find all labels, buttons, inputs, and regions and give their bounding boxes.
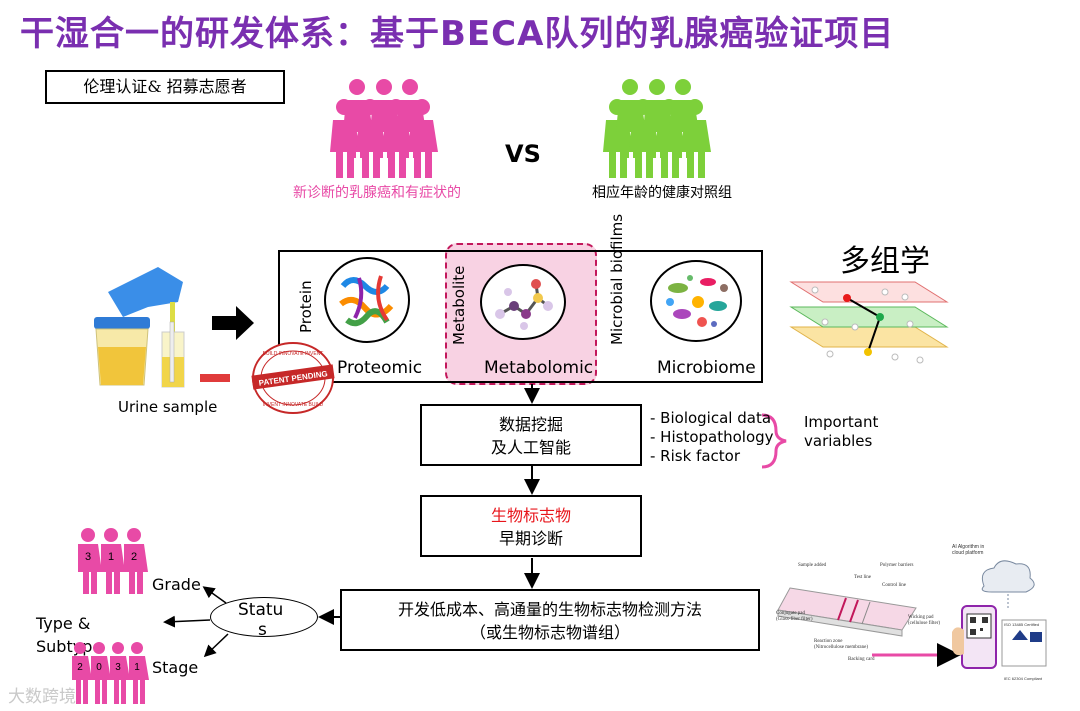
cloud-phone-icon: AI Algorithm in cloud platform ISO 13485…	[952, 544, 1047, 681]
urine-sample-icon	[94, 267, 230, 388]
control-group-label: 相应年龄的健康对照组	[592, 185, 732, 201]
datamining-line2: 及人工智能	[490, 438, 571, 457]
stage-label: Stage	[152, 658, 199, 677]
stage-figures-icon: 2 0 3 1	[72, 642, 149, 704]
patient-group-icon	[330, 79, 438, 178]
variable-biological: - Biological data	[650, 409, 772, 427]
grade-digit-3: 2	[131, 551, 137, 563]
grade-digit-1: 3	[85, 551, 91, 563]
big-arrow-icon	[212, 306, 254, 340]
important-label-2: variables	[804, 432, 873, 450]
omics-panel	[278, 250, 763, 383]
grade-label: Grade	[152, 575, 201, 594]
iec-compliance-label: IEC 62304 Compliant	[1004, 676, 1043, 681]
biomarker-line2: 早期诊断	[498, 529, 563, 548]
urine-sample-label: Urine sample	[118, 398, 218, 416]
proteomic-label: Proteomic	[337, 358, 423, 378]
case-group-label: 新诊断的乳腺癌和有症状的	[293, 185, 461, 201]
strip-reaction-sub: (Nitrocellulose membrane)	[814, 645, 868, 650]
strip-reaction-zone: Reaction zone	[814, 639, 843, 644]
multiomics-title: 多组学	[840, 244, 930, 279]
iso-cert-label: ISO 13485 Certified	[1004, 622, 1039, 627]
page-title: 干湿合一的研发体系：基于BECA队列的乳腺癌验证项目	[20, 14, 895, 54]
strip-control-line: Control line	[882, 583, 907, 588]
stage-digit-2: 0	[96, 662, 102, 673]
protein-structure-icon	[324, 257, 410, 343]
strip-sample-added: Sample added	[798, 563, 827, 568]
datamining-line1: 数据挖掘	[498, 415, 563, 434]
cloud-label-2: cloud platform	[952, 550, 983, 556]
strip-test-line: Test line	[854, 575, 872, 580]
stamp-bottom-text: INVENT INNOVATE BUILD	[263, 402, 324, 408]
stamp-top-text: BUILD INNOVATE INVENT	[263, 351, 324, 357]
ethics-box: 伦理认证& 招募志愿者	[45, 70, 285, 104]
stage-digit-1: 2	[77, 662, 83, 673]
strip-wicking-pad: Wicking pad	[908, 615, 934, 620]
status-ellipse	[210, 597, 318, 637]
control-group-icon	[603, 79, 711, 178]
biomarker-box: 生物标志物 早期诊断	[420, 495, 642, 557]
microbiome-icon	[650, 260, 742, 342]
metabolite-molecule-icon	[480, 264, 566, 340]
grade-digit-2: 1	[108, 551, 114, 563]
strip-backing-card: Backing card	[848, 657, 875, 662]
vs-label: VS	[505, 140, 541, 168]
datamining-box: 数据挖掘 及人工智能	[420, 404, 642, 466]
variable-histopathology: - Histopathology	[650, 428, 774, 446]
variable-risk: - Risk factor	[650, 447, 740, 465]
cloud-label-1: AI Algorithm in	[952, 544, 984, 550]
method-line2: （或生物标志物谱组）	[469, 623, 630, 642]
patent-pending-stamp: BUILD INNOVATE INVENT PATENT PENDING INV…	[251, 342, 335, 414]
strip-conjugate-pad: Conjugate pad	[776, 611, 806, 616]
type-label-2: Subtype	[36, 637, 103, 656]
method-box: 开发低成本、高通量的生物标志物检测方法 （或生物标志物谱组）	[340, 589, 760, 651]
important-label-1: Important	[804, 413, 879, 431]
watermark-text: 大数跨境	[8, 687, 76, 707]
test-strip-diagram: Sample added Test line Polymer barriers …	[776, 563, 940, 662]
strip-polymer-barriers: Polymer barriers	[880, 563, 914, 568]
status-line1: Statu	[238, 600, 284, 620]
type-label-1: Type &	[36, 614, 91, 633]
strip-conjugate-sub: (Glass-fiber filter)	[776, 617, 813, 622]
grade-figures-icon: 3 1 2	[78, 528, 148, 594]
strip-wicking-sub: (cellulose filter)	[908, 621, 940, 626]
status-line2: s	[258, 620, 267, 640]
metabolomic-label: Metabolomic	[484, 358, 594, 378]
stage-digit-3: 3	[115, 662, 121, 673]
multiomics-layers-icon	[789, 281, 949, 364]
stage-digit-4: 1	[134, 662, 140, 673]
biomarker-line1: 生物标志物	[490, 506, 571, 525]
method-line1: 开发低成本、高通量的生物标志物检测方法	[397, 600, 702, 619]
microbiome-label: Microbiome	[657, 358, 756, 378]
